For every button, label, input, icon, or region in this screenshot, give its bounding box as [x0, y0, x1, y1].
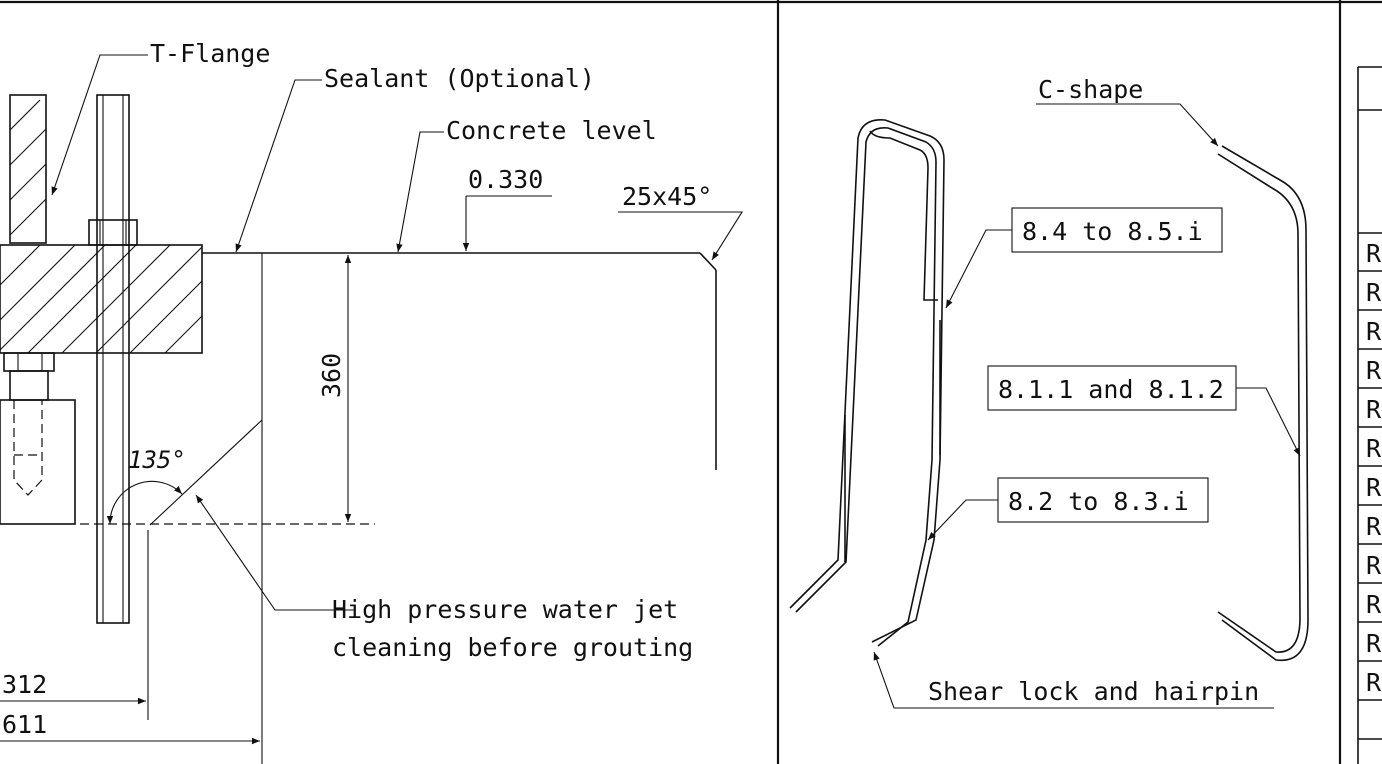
t-flange-web — [9, 94, 47, 244]
table-row-prefix: R — [1366, 512, 1382, 541]
angle-text: 135° — [128, 446, 186, 474]
table-row-prefix: R — [1366, 356, 1382, 385]
ref-84-callout: 8.4 to 8.5.i — [945, 207, 1223, 309]
anchor-bolt — [88, 94, 138, 624]
angle-annotation: 135° — [106, 446, 186, 525]
c-shape-bar — [1217, 145, 1309, 662]
table-row-prefix: R — [1366, 278, 1382, 307]
ref-811-callout: 8.1.1 and 8.1.2 — [987, 365, 1301, 457]
table-row-prefix: R — [1366, 317, 1382, 346]
level-value-label: 0.330 — [468, 165, 543, 194]
flange-plate — [0, 244, 203, 354]
water-jet-callout: High pressure water jet cleaning before … — [195, 494, 693, 662]
table-row-prefix: R — [1366, 434, 1382, 463]
rebar-shapes: C-shape 8.4 to 8.5.i 8.1.1 and 8.1.2 8.2… — [789, 75, 1309, 709]
grout-detail: 360 135° T-Flange Sealant (Optional) Con… — [0, 39, 743, 764]
water-jet-line1: High pressure water jet — [332, 595, 678, 624]
level-marker: 0.330 — [462, 165, 552, 251]
table-row-prefix: R — [1366, 395, 1382, 424]
chamfer-label: 25x45° — [622, 182, 712, 211]
table-row-prefix: R — [1366, 629, 1382, 658]
table-row-prefix: R — [1366, 239, 1382, 268]
table-row-prefix: R — [1366, 668, 1382, 697]
ref-82-label: 8.2 to 8.3.i — [1008, 487, 1189, 516]
c-shape-label: C-shape — [1038, 75, 1143, 104]
t-flange-label: T-Flange — [150, 39, 270, 68]
table-row-prefix: R — [1366, 590, 1382, 619]
height-dimension: 360 — [317, 252, 372, 522]
lower-block — [0, 352, 76, 525]
dim-312-text: 312 — [2, 670, 47, 699]
water-jet-line2: cleaning before grouting — [332, 633, 693, 662]
shear-lock-label: Shear lock and hairpin — [928, 677, 1259, 706]
concrete-level-label: Concrete level — [446, 116, 657, 145]
bottom-dimensions: 312 611 — [0, 530, 260, 745]
table-row-prefix: R — [1366, 473, 1382, 502]
ref-84-label: 8.4 to 8.5.i — [1022, 217, 1203, 246]
height-dim-text: 360 — [317, 353, 346, 398]
concrete-level-callout: Concrete level — [396, 116, 657, 253]
table-row-prefix: R — [1366, 551, 1382, 580]
c-shape-callout: C-shape — [1036, 75, 1219, 147]
hairpin-bar — [789, 119, 945, 647]
ref-82-callout: 8.2 to 8.3.i — [927, 477, 1209, 541]
shear-lock-callout: Shear lock and hairpin — [873, 651, 1274, 709]
schedule-table: R R R R R R R R R R R R — [1357, 66, 1382, 764]
ref-811-label: 8.1.1 and 8.1.2 — [998, 375, 1224, 404]
dim-611-text: 611 — [2, 710, 47, 739]
sealant-label: Sealant (Optional) — [324, 64, 595, 93]
chamfer-callout: 25x45° — [618, 182, 743, 261]
sealant-callout: Sealant (Optional) — [235, 64, 595, 253]
t-flange-callout: T-Flange — [51, 39, 270, 196]
